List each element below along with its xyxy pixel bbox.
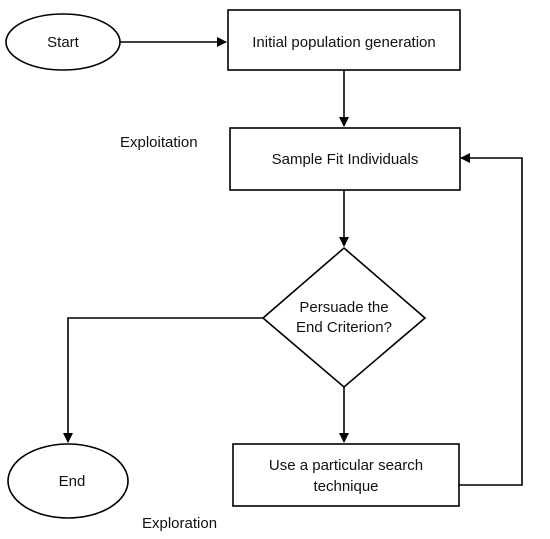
search-technique-line-2: technique <box>313 478 378 495</box>
edge-decision-to-end <box>63 317 263 443</box>
initial-population-node <box>227 9 461 71</box>
exploration-label: Exploration <box>142 515 217 532</box>
end-node <box>7 443 129 519</box>
sample-fit-node <box>229 127 461 191</box>
end-criterion-decision <box>261 246 427 389</box>
start-node-label: Start <box>47 34 80 51</box>
start-node <box>5 13 121 71</box>
exploitation-label: Exploitation <box>120 134 198 151</box>
initial-population-label: Initial population generation <box>252 34 435 51</box>
edge-search-to-sample <box>459 153 523 486</box>
search-technique-node <box>232 443 460 507</box>
decision-label-line-1: Persuade the <box>299 299 388 316</box>
decision-label-line-2: End Criterion? <box>296 319 392 336</box>
end-node-label: End <box>59 473 86 490</box>
sample-fit-label: Sample Fit Individuals <box>272 151 419 168</box>
search-technique-line-1: Use a particular search <box>269 457 423 474</box>
